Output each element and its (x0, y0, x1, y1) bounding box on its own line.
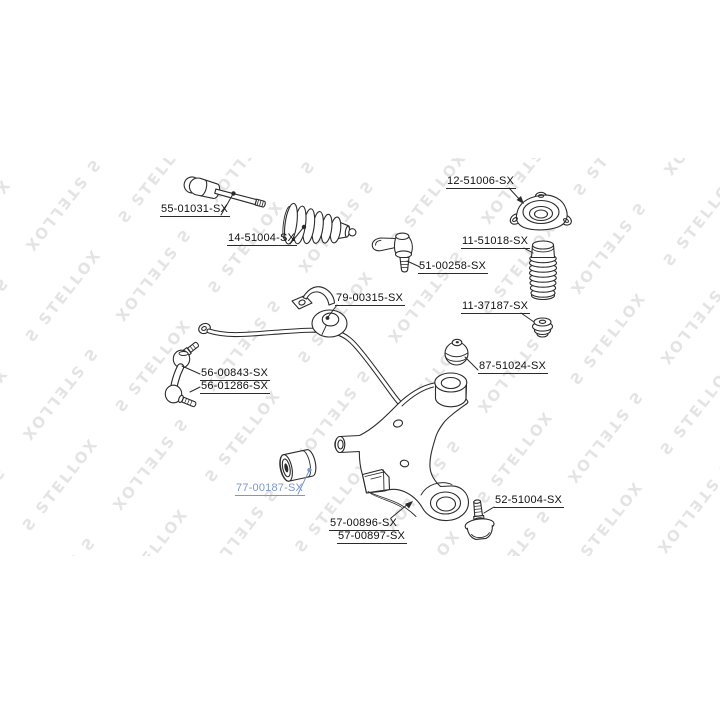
ball-joint-drawing (464, 499, 495, 541)
part-label-stab-bushing: 79-00315-SX (335, 292, 406, 306)
stabilizer-bar-drawing (198, 322, 414, 418)
part-label-highlighted-front-bushing[interactable]: 77-00187-SX (235, 482, 306, 496)
part-label-tie-rod-end: 51-00258-SX (418, 260, 489, 274)
stabilizer-bushing-drawing (291, 286, 348, 338)
part-label-ball-joint: 52-51004-SX (494, 494, 565, 508)
steering-bellow-drawing (282, 202, 357, 245)
part-label-rear-bushing: 87-51024-SX (478, 360, 549, 374)
part-label-inner-tie-rod: 55-01031-SX (160, 203, 231, 217)
stabilizer-link-drawing (164, 341, 199, 408)
part-label-control-arm-a: 57-00896-SX (329, 517, 400, 531)
leader-lines (181, 187, 535, 519)
part-label-steering-bellow: 14-51004-SX (227, 232, 298, 246)
bump-stop-drawing (531, 317, 554, 338)
part-label-strut-mount: 12-51006-SX (446, 175, 517, 189)
part-label-stab-link-a: 56-00843-SX (200, 367, 271, 381)
shock-dust-boot-drawing (528, 240, 558, 301)
strut-mount-drawing (509, 191, 572, 231)
part-label-stab-link-b: 56-01286-SX (200, 380, 271, 394)
part-label-control-arm-b: 57-00897-SX (337, 530, 408, 544)
inner-tie-rod-drawing (183, 176, 266, 208)
tie-rod-end-drawing (371, 232, 413, 273)
arm-front-bushing-drawing (279, 449, 317, 482)
part-label-bump-stop: 11-37187-SX (461, 300, 531, 314)
control-arm-drawing (334, 372, 470, 522)
arm-rear-bushing-drawing (444, 338, 469, 366)
part-label-dust-boot: 11-51018-SX (461, 235, 531, 249)
